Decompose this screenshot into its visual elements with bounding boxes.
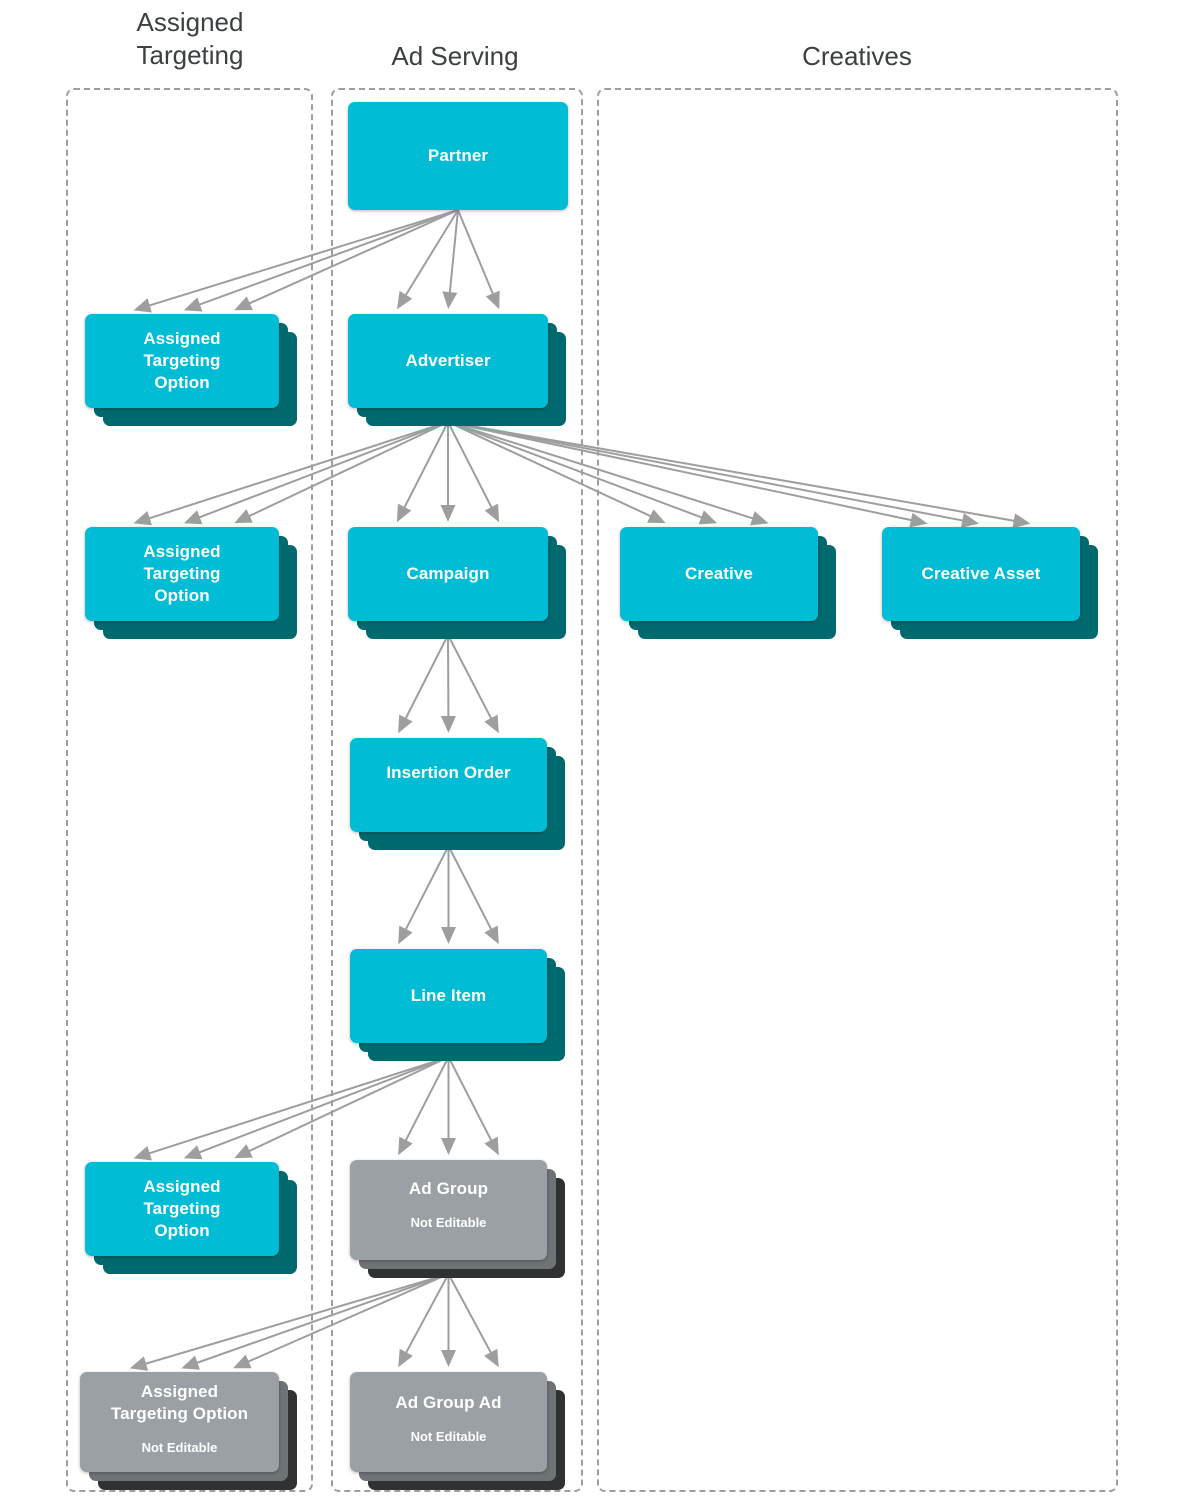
node-card-advertiser[interactable]: Advertiser: [348, 314, 548, 408]
group-container-ad-serving: [331, 88, 583, 1492]
node-card-line-item[interactable]: Line Item: [350, 949, 547, 1043]
node-title: Ad Group Ad: [395, 1392, 502, 1412]
node-subtitle: Not Editable: [410, 1214, 487, 1230]
node-subtitle: Not Editable: [141, 1439, 218, 1455]
node-subtitle: Not Editable: [410, 1428, 487, 1444]
node-card-ato-partner[interactable]: Assigned Targeting Option: [85, 314, 279, 408]
node-title: Ad Group: [408, 1178, 489, 1198]
node-creative[interactable]: Creative: [620, 527, 836, 639]
node-title: Assigned Targeting Option: [143, 329, 221, 392]
node-card-partner[interactable]: Partner: [348, 102, 568, 210]
node-title: Assigned Targeting Option: [143, 542, 221, 605]
node-title: Creative: [685, 564, 753, 583]
node-creative-asset[interactable]: Creative Asset: [882, 527, 1098, 639]
node-partner[interactable]: Partner: [348, 102, 568, 210]
node-title: Campaign: [406, 564, 490, 583]
node-card-ato-line-item[interactable]: Assigned Targeting Option: [85, 1162, 279, 1256]
node-title: Partner: [427, 146, 489, 165]
column-header-creatives: Creatives: [802, 41, 912, 71]
node-title: Line Item: [410, 986, 487, 1005]
node-campaign[interactable]: Campaign: [348, 527, 566, 639]
node-insertion-order[interactable]: Insertion Order: [350, 738, 565, 850]
node-card-ad-group-ad[interactable]: Ad Group Ad Not Editable: [350, 1372, 547, 1472]
node-card-creative-asset[interactable]: Creative Asset: [882, 527, 1080, 621]
node-ad-group-ad[interactable]: Ad Group Ad Not Editable: [350, 1372, 565, 1490]
node-title: Advertiser: [405, 351, 491, 370]
group-container-assigned-targeting: [66, 88, 313, 1492]
node-ato-partner[interactable]: Assigned Targeting Option: [85, 314, 297, 426]
node-card-insertion-order[interactable]: Insertion Order: [350, 738, 547, 832]
node-card-creative[interactable]: Creative: [620, 527, 818, 621]
group-container-creatives: [597, 88, 1118, 1492]
node-line-item[interactable]: Line Item: [350, 949, 565, 1061]
node-title: Insertion Order: [386, 763, 511, 782]
node-title: Creative Asset: [921, 564, 1041, 583]
column-header-assigned-targeting: Assigned Targeting: [136, 7, 244, 70]
column-header-ad-serving: Ad Serving: [391, 41, 519, 71]
node-ato-line-item[interactable]: Assigned Targeting Option: [85, 1162, 297, 1274]
node-title: Assigned Targeting Option: [143, 1177, 221, 1240]
node-card-ato-advertiser[interactable]: Assigned Targeting Option: [85, 527, 279, 621]
node-title: Assigned Targeting Option: [110, 1381, 249, 1423]
node-advertiser[interactable]: Advertiser: [348, 314, 566, 426]
node-card-campaign[interactable]: Campaign: [348, 527, 548, 621]
node-ato-advertiser[interactable]: Assigned Targeting Option: [85, 527, 297, 639]
